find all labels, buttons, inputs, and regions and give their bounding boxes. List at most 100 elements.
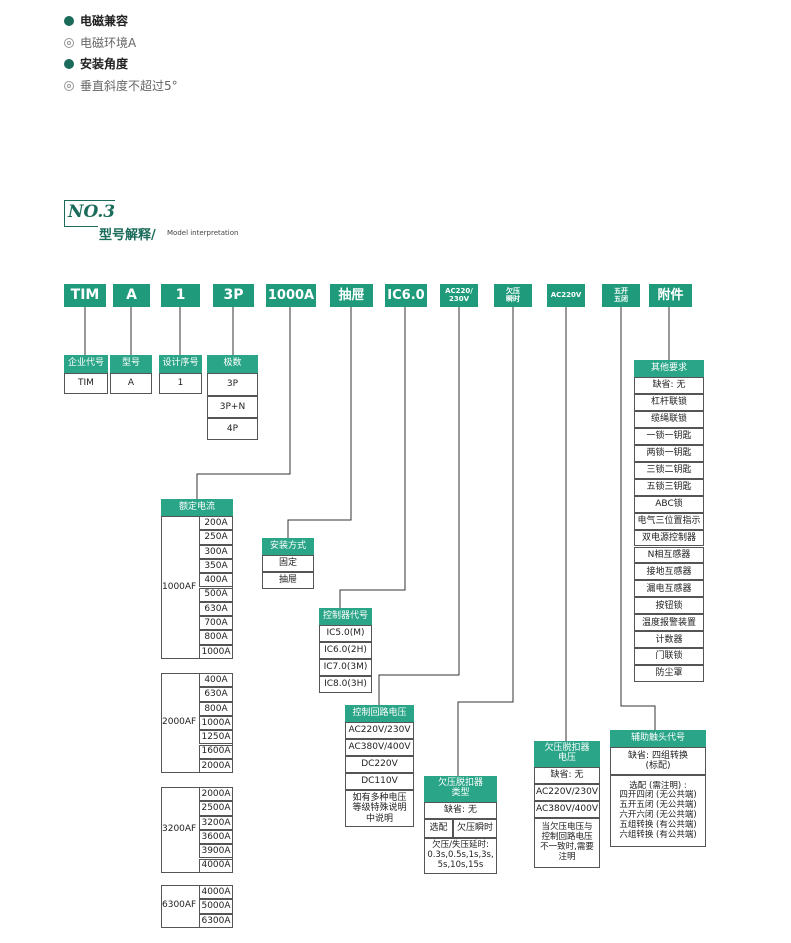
current-value: 4000A <box>199 885 233 900</box>
current-value: 200A <box>199 516 233 531</box>
other-item: 按钮锁 <box>634 597 704 615</box>
other-item: 两锁一钥匙 <box>634 444 704 462</box>
bullet-install-angle: 安装角度 <box>64 55 128 72</box>
other-item: 计数器 <box>634 631 704 649</box>
other-item: 接地互感器 <box>634 563 704 581</box>
other-item: 温度报警装置 <box>634 614 704 632</box>
frame-label: 1000AF <box>162 581 197 592</box>
other-item: ABC锁 <box>634 495 704 513</box>
other-item: 一锁一钥匙 <box>634 427 704 445</box>
current-value: 2000A <box>199 758 233 774</box>
other-item: 缆绳联锁 <box>634 410 704 428</box>
controller-header: 控制器代号 <box>319 608 372 625</box>
current-value: 800A <box>199 701 233 716</box>
uv-voltage-note: 当欠压电压与 控制回路电压 不一致时,需要 注明 <box>534 818 600 868</box>
model-value: A <box>110 373 152 394</box>
ring-dot-icon <box>64 37 74 48</box>
section-number: NO.3 <box>68 202 116 222</box>
section-subtitle: Model interpretation <box>167 229 239 237</box>
code-3p: 3P <box>213 284 254 307</box>
current-value: 1250A <box>199 730 233 745</box>
install-header: 安装方式 <box>262 538 314 555</box>
uv-voltage-header: 欠压脱扣器 电压 <box>534 741 600 767</box>
other-item: 三锁二钥匙 <box>634 461 704 479</box>
control-voltage-header: 控制回路电压 <box>345 705 414 722</box>
design-header: 设计序号 <box>159 355 202 373</box>
bullet-em-env: 电磁环境A <box>64 34 136 51</box>
other-item: N相互感器 <box>634 546 704 564</box>
poles-item: 3P <box>207 373 258 396</box>
code-5o5c: 五开 五闭 <box>602 284 640 307</box>
install-item: 抽屉 <box>262 572 314 589</box>
current-value: 3200A <box>199 815 233 830</box>
current-value: 6300A <box>199 913 233 928</box>
current-value: 1600A <box>199 744 233 759</box>
other-item: 防尘罩 <box>634 665 704 683</box>
frame-label: 3200AF <box>162 823 197 834</box>
current-value: 5000A <box>199 899 233 914</box>
poles-item: 3P+N <box>207 396 258 418</box>
current-value: 3900A <box>199 844 233 859</box>
current-value: 1000A <box>199 644 233 659</box>
control-voltage-item: DC220V <box>345 756 414 773</box>
bullet-tilt: 垂直斜度不超过5° <box>64 77 178 94</box>
other-item: 五锁三钥匙 <box>634 478 704 496</box>
poles-header: 极数 <box>207 355 258 373</box>
enterprise-header: 企业代号 <box>64 355 108 373</box>
uv-type-default: 缺省: 无 <box>424 802 497 819</box>
uv-voltage-item: AC220V/230V <box>534 784 600 801</box>
ring-dot-icon <box>64 80 74 91</box>
code-uv-instant: 欠压 瞬时 <box>494 284 532 307</box>
current-value: 400A <box>199 573 233 588</box>
control-voltage-note: 如有多种电压 等级特殊说明 中说明 <box>345 790 414 827</box>
control-voltage-item: AC220V/230V <box>345 722 414 739</box>
model-header: 型号 <box>110 355 152 373</box>
uv-voltage-item: 缺省: 无 <box>534 767 600 784</box>
frame-label: 2000AF <box>162 717 197 728</box>
control-voltage-item: DC110V <box>345 773 414 790</box>
uv-type-header: 欠压脱扣器 类型 <box>424 776 497 802</box>
other-item: 缺省: 无 <box>634 377 704 394</box>
enterprise-value: TIM <box>64 373 108 394</box>
uv-type-option-value: 欠压瞬时 <box>453 819 497 838</box>
current-value: 400A <box>199 673 233 688</box>
current-value: 4000A <box>199 858 233 873</box>
design-value: 1 <box>159 373 202 394</box>
current-value: 500A <box>199 587 233 602</box>
poles-item: 4P <box>207 418 258 440</box>
section-frame <box>64 200 115 227</box>
code-ac220-230v: AC220/ 230V <box>440 284 478 307</box>
current-value: 800A <box>199 630 233 645</box>
other-header: 其他要求 <box>634 360 704 377</box>
current-value: 2500A <box>199 801 233 816</box>
code-ac220v: AC220V <box>547 284 585 307</box>
code-1: 1 <box>161 284 200 307</box>
other-item: 门联锁 <box>634 648 704 666</box>
uv-type-delay: 欠压/失压延时: 0.3s,0.5s,1s,3s, 5s,10s,15s <box>424 838 497 874</box>
current-value: 2000A <box>199 787 233 802</box>
install-item: 固定 <box>262 555 314 572</box>
current-value: 350A <box>199 558 233 574</box>
current-value: 700A <box>199 616 233 631</box>
current-value: 1000A <box>199 715 233 731</box>
code-ic60: IC6.0 <box>385 284 427 307</box>
other-item: 双电源控制器 <box>634 529 704 547</box>
section-underline <box>64 226 98 227</box>
code-drawer: 抽屉 <box>330 284 373 307</box>
current-value: 250A <box>199 530 233 545</box>
controller-item: IC6.0(2H) <box>319 642 372 659</box>
current-value: 630A <box>199 687 233 702</box>
other-item: 电气三位置指示 <box>634 512 704 530</box>
section-title: 型号解释/ <box>99 228 156 243</box>
controller-item: IC7.0(3M) <box>319 659 372 676</box>
aux-contact-header: 辅助触头代号 <box>610 730 706 747</box>
frame-label: 6300AF <box>162 900 197 911</box>
other-item: 杠杆联锁 <box>634 393 704 411</box>
filled-dot-icon <box>64 15 74 26</box>
filled-dot-icon <box>64 58 74 69</box>
other-item: 漏电互感器 <box>634 580 704 598</box>
code-accessory: 附件 <box>649 284 692 307</box>
current-value: 630A <box>199 601 233 617</box>
aux-contact-default: 缺省: 四组转换 (标配) <box>610 747 706 775</box>
